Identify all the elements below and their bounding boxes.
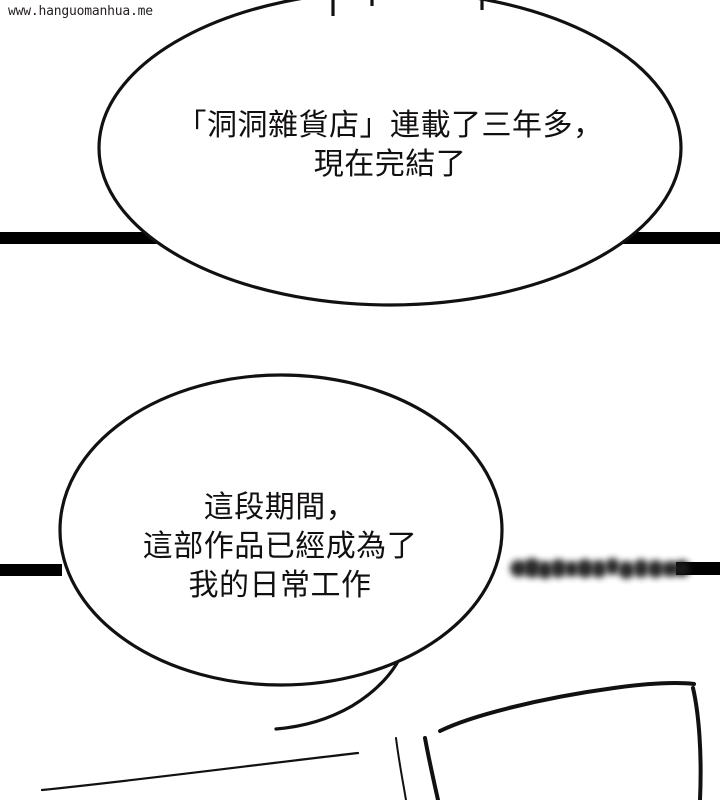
furniture-left-edge bbox=[423, 736, 440, 800]
black-bar-lower-right bbox=[676, 562, 720, 575]
speech-bubble-1-text: 「洞洞雜貨店」連載了三年多， 現在完結了 bbox=[176, 108, 604, 182]
black-bar-upper-right bbox=[620, 232, 720, 244]
black-bar-lower-left bbox=[0, 564, 62, 576]
speech-bubble-1 bbox=[97, 0, 683, 307]
short-vertical-stroke bbox=[395, 737, 407, 800]
speech-bubble-2-outline bbox=[58, 373, 504, 687]
speech-bubble-2-text: 這段期間， 這部作品已經成為了 我的日常工作 bbox=[142, 490, 418, 603]
floor-line bbox=[40, 751, 360, 792]
furniture-right-edge bbox=[691, 686, 703, 800]
black-bar-upper-left bbox=[0, 232, 168, 244]
speech-bubble-1-outline bbox=[97, 0, 683, 307]
furniture-top-edge bbox=[438, 681, 696, 733]
site-watermark: www.hanguomanhua.me bbox=[8, 4, 153, 19]
speech-bubble-2 bbox=[58, 373, 504, 687]
